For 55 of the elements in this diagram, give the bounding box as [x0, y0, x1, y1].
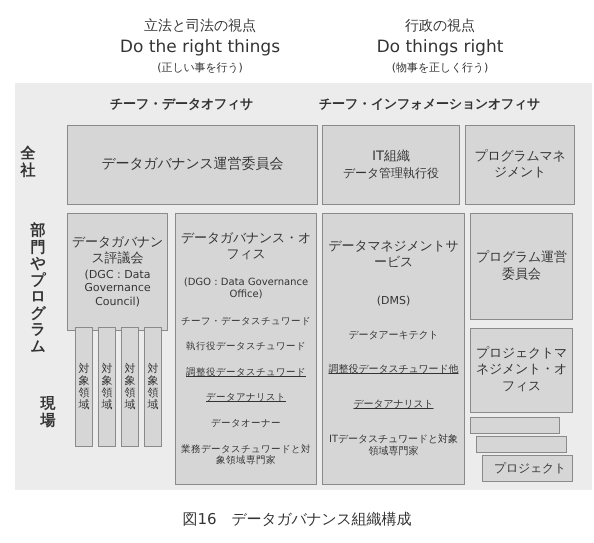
- box-title: データマネジメントサービス: [328, 239, 460, 272]
- header-text: (物事を正しく行う): [390, 62, 490, 75]
- org-box: [322, 213, 465, 485]
- role-text: (DGO : Data Governance Office): [182, 276, 310, 302]
- box-title: プログラムマネジメント: [474, 148, 566, 182]
- org-box: [144, 327, 162, 447]
- org-box: [121, 327, 139, 447]
- box-title: プロジェクト: [494, 461, 566, 476]
- stacked-card: [476, 436, 567, 453]
- org-box: [98, 327, 116, 447]
- role-text: データ管理執行役: [343, 166, 439, 181]
- role-text: データアナリスト: [354, 399, 434, 412]
- role-text: データアナリスト: [206, 392, 286, 404]
- column-heading: チーフ・データオフィサ: [110, 96, 253, 113]
- column-heading: チーフ・インフォメーションオフィサ: [319, 96, 540, 113]
- org-box: [465, 125, 575, 205]
- header-text: 行政の視点: [404, 18, 476, 34]
- box-title: IT組織: [372, 149, 410, 166]
- role-text: (DGC : Data Governance Council): [83, 268, 152, 309]
- box-title: 対象領域: [124, 362, 136, 412]
- box-title: プロジェクトマネジメント・オフィス: [475, 346, 568, 395]
- box-title: データガバナンス評議会: [71, 235, 164, 268]
- org-box: [75, 327, 93, 447]
- role-text: 調整役データスチュワード: [186, 366, 306, 379]
- role-text: 執行役データスチュワード: [186, 341, 306, 354]
- box-title: 対象領域: [78, 362, 90, 412]
- role-text: ITデータスチュワードと対象領域専門家: [328, 434, 460, 459]
- box-title: データガバナンス運営委員会: [102, 156, 284, 174]
- stacked-card: [470, 417, 560, 434]
- row-label: 部門やプログラム: [30, 222, 46, 354]
- role-text: 業務データスチュワードと対象領域専門家: [180, 444, 312, 468]
- header-text: Do the right things: [118, 38, 282, 58]
- role-text: データオーナー: [211, 418, 281, 430]
- header-text: Do things right: [376, 38, 504, 58]
- role-text: チーフ・データスチュワード: [181, 316, 311, 328]
- row-label: 全社: [20, 145, 36, 178]
- panel-background: [15, 83, 592, 490]
- figure-caption: 図16 データガバナンス組織構成: [181, 510, 413, 529]
- org-box: [322, 125, 460, 205]
- box-title: 対象領域: [101, 362, 113, 412]
- box-title: プログラム運営委員会: [475, 250, 568, 283]
- org-box: [67, 125, 318, 205]
- role-text: データアーキテクト: [348, 330, 438, 342]
- box-title: データガバナンス・オフィス: [180, 230, 312, 264]
- org-box: [482, 455, 573, 482]
- header-text: 立法と司法の視点: [143, 18, 257, 34]
- role-text: (DMS): [376, 294, 410, 308]
- org-box: [67, 213, 168, 331]
- role-text: 調整役データスチュワード他: [328, 364, 458, 377]
- org-box: [470, 213, 573, 320]
- box-title: 対象領域: [147, 362, 159, 412]
- org-box: [470, 328, 573, 413]
- org-box: [175, 213, 317, 485]
- header-text: (正しい事を行う): [156, 62, 244, 75]
- row-label: 現場: [40, 395, 56, 428]
